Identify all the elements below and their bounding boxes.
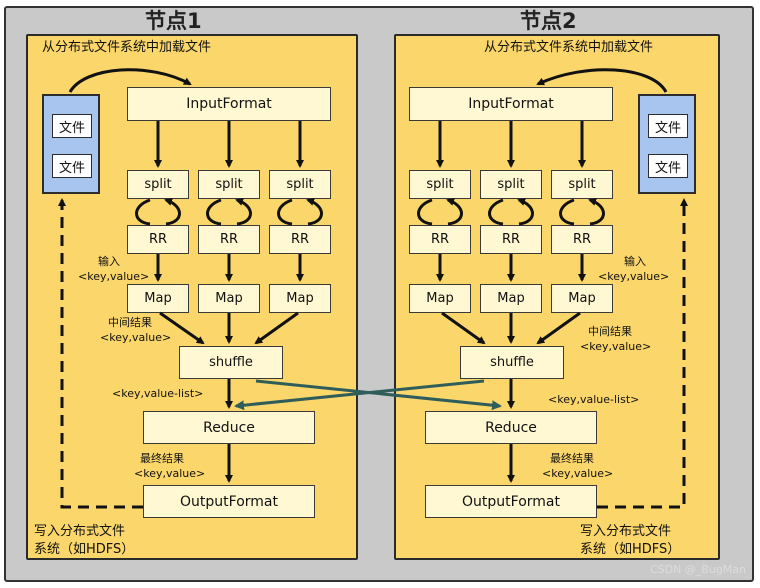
node-2-rr-3: RR xyxy=(551,225,613,254)
node-1-split-3: split xyxy=(269,170,331,199)
node-2-reduce: Reduce xyxy=(425,411,597,444)
node-1-input-kv: <key,value> xyxy=(78,270,150,283)
node-2-file-1: 文件 xyxy=(648,114,688,138)
node-1-load-label: 从分布式文件系统中加载文件 xyxy=(42,40,212,55)
node-2-output-format: OutputFormat xyxy=(425,485,597,518)
node-1-write-label-2: 系统（如HDFS） xyxy=(34,542,135,557)
node-2-shuffle: shuffle xyxy=(460,346,564,379)
node-1-shuffle: shuffle xyxy=(179,346,283,379)
node-2-map-1: Map xyxy=(409,284,471,313)
node-1-rr-2: RR xyxy=(198,225,260,254)
node-1-rr-1: RR xyxy=(127,225,189,254)
node-2-map-2: Map xyxy=(480,284,542,313)
node-2-rr-2: RR xyxy=(480,225,542,254)
node-1-rr-3: RR xyxy=(269,225,331,254)
node-2-input-format: InputFormat xyxy=(409,87,613,121)
node-1-input-format: InputFormat xyxy=(127,87,331,121)
node-1-value-list: <key,value-list> xyxy=(112,387,204,400)
node-2-mid-kv: <key,value> xyxy=(580,340,652,353)
node-2-write-label-2: 系统（如HDFS） xyxy=(580,542,681,557)
node-2-split-2: split xyxy=(480,170,542,199)
node-1-title: 节点1 xyxy=(145,9,202,33)
node-1-file-2: 文件 xyxy=(52,154,92,178)
node-2-load-label: 从分布式文件系统中加载文件 xyxy=(484,40,654,55)
node-1-split-1: split xyxy=(127,170,189,199)
node-2-final-kv: <key,value> xyxy=(542,467,614,480)
node-1-input-label: 输入 xyxy=(98,255,120,268)
node-1-map-3: Map xyxy=(269,284,331,313)
node-2-file-2: 文件 xyxy=(648,154,688,178)
node-2-split-3: split xyxy=(551,170,613,199)
node-1-write-label-1: 写入分布式文件 xyxy=(34,524,126,539)
node-1-map-1: Map xyxy=(127,284,189,313)
node-1-final-kv: <key,value> xyxy=(134,467,206,480)
node-1-split-2: split xyxy=(198,170,260,199)
node-2-map-3: Map xyxy=(551,284,613,313)
node-2-rr-1: RR xyxy=(409,225,471,254)
node-1-file-store: 文件 文件 xyxy=(42,94,100,194)
node-2-write-label-1: 写入分布式文件 xyxy=(580,524,672,539)
node-2-file-store: 文件 文件 xyxy=(638,94,696,194)
node-1-mid-kv: <key,value> xyxy=(100,331,172,344)
node-1-reduce: Reduce xyxy=(143,411,315,444)
watermark: CSDN @_BugMan xyxy=(649,563,746,576)
node-2-final-label: 最终结果 xyxy=(550,452,594,465)
node-2-input-kv: <key,value> xyxy=(598,270,670,283)
node-1-final-label: 最终结果 xyxy=(140,452,184,465)
node-1-map-2: Map xyxy=(198,284,260,313)
node-2-split-1: split xyxy=(409,170,471,199)
node-2-mid-label: 中间结果 xyxy=(588,325,632,338)
node-2-input-label: 输入 xyxy=(624,255,646,268)
node-2-title: 节点2 xyxy=(520,9,577,33)
node-1-output-format: OutputFormat xyxy=(143,485,315,518)
node-2-value-list: <key,value-list> xyxy=(548,393,640,406)
node-1-mid-label: 中间结果 xyxy=(108,316,152,329)
node-1-file-1: 文件 xyxy=(52,114,92,138)
